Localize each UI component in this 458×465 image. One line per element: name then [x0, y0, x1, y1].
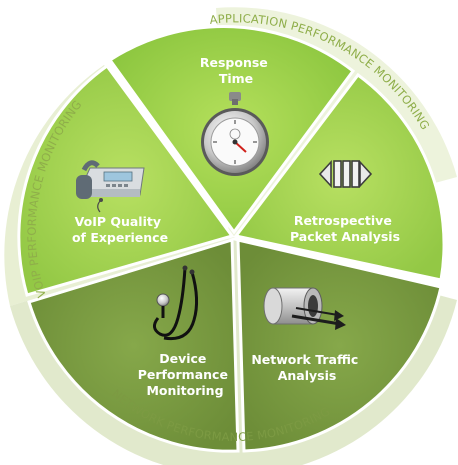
- stethoscope-icon: [153, 265, 199, 341]
- voip-quality-label: VoIP Quality of Experience: [72, 214, 168, 245]
- response-time-label: Response Time: [200, 55, 272, 86]
- network-traffic-label: Network Traffic Analysis: [251, 352, 362, 383]
- packet-arrows-icon: [318, 159, 373, 189]
- device-performance-label: Device Performance Monitoring: [138, 351, 233, 398]
- stopwatch-icon: [201, 92, 269, 176]
- retrospective-label: Retrospective Packet Analysis: [290, 213, 400, 244]
- ip-phone-icon: [76, 160, 145, 213]
- segment-device-performance: [27, 237, 240, 453]
- network-cylinder-icon: [263, 287, 346, 330]
